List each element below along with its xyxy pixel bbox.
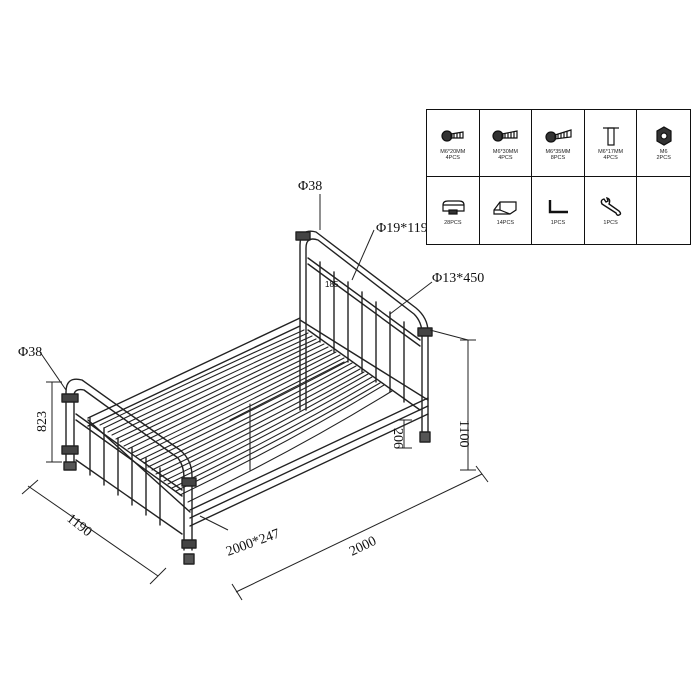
slats — [99, 329, 393, 503]
bolt-icon — [545, 129, 572, 143]
part-label: M6*30MM 4PCS — [492, 149, 518, 161]
bolt-icon — [441, 130, 464, 142]
part-cell: 14PCS — [480, 177, 533, 244]
headboard-tube-label: Φ38 — [298, 179, 322, 194]
leg-height-label: 206 — [390, 428, 405, 449]
length-label: 2000 — [347, 534, 379, 560]
part-cell: M6*30MM 4PCS — [479, 110, 533, 177]
part-label: 28PCS — [444, 219, 462, 226]
part-label: M6*20MM 4PCS — [440, 149, 466, 161]
spindle-gap-label: 185 — [325, 280, 339, 289]
dimension-lines — [21, 194, 489, 601]
footboard-height-label: 823 — [35, 411, 50, 432]
part-label: 14PCS — [496, 219, 515, 226]
part-label: 1PCS — [603, 219, 618, 226]
allen-key-icon — [548, 199, 568, 213]
part-label: 1PCS — [550, 219, 566, 226]
part-cell: 1PCS — [532, 177, 585, 244]
part-cell: M6*17MM 4PCS — [584, 110, 638, 177]
top-rail-label: Φ19*1190 — [376, 221, 435, 236]
width-label: 1190 — [64, 511, 95, 540]
spindle-label: Φ13*450 — [432, 271, 484, 286]
headboard — [299, 230, 429, 439]
footboard-tube-label: Φ38 — [18, 345, 42, 360]
part-label: M6*17MM 4PCS — [598, 149, 624, 161]
hardware-table: M6*20MM 4PCS M6*30MM 4PCS M6*35MM 8PCS M… — [426, 109, 691, 245]
footboard — [61, 231, 433, 565]
part-cell: M6*35MM 8PCS — [532, 110, 585, 177]
barrel-nut-icon — [602, 127, 619, 146]
end-cap-icon — [493, 200, 517, 215]
slat-cap-icon — [442, 199, 465, 215]
part-label: M6 2PCS — [656, 149, 671, 161]
part-label: M6*35MM 8PCS — [545, 149, 571, 161]
part-cell-empty — [637, 177, 690, 244]
part-cell: M6*20MM 4PCS — [427, 110, 480, 177]
part-cell: M6 2PCS — [637, 110, 690, 177]
part-cell: 1PCS — [585, 177, 638, 244]
wrench-icon — [600, 196, 621, 216]
bolt-icon — [492, 130, 518, 142]
part-cell: 28PCS — [427, 177, 480, 244]
side-rail-label: 2000*247 — [224, 527, 282, 560]
headboard-height-label: 1100 — [456, 420, 471, 447]
nut-icon — [656, 126, 672, 146]
